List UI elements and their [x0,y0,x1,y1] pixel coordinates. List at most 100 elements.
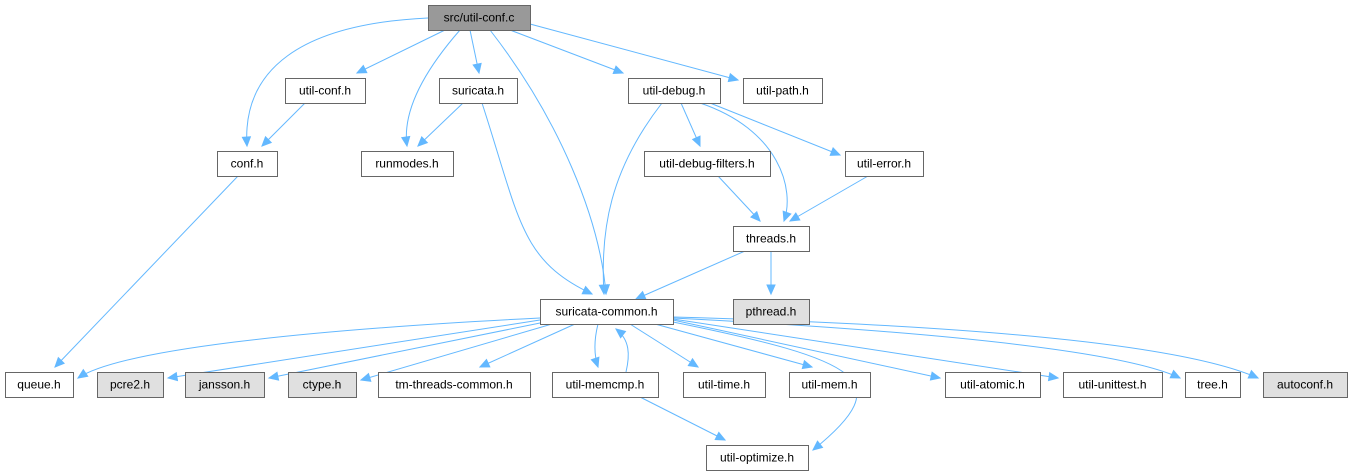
node-ctype-h[interactable]: ctype.h [288,372,357,398]
node-box [378,372,531,398]
node-util-unittest-h[interactable]: util-unittest.h [1063,372,1163,398]
arrow-head-icon [472,62,482,75]
node-box [733,299,810,325]
arrow-head-icon [687,357,700,368]
edge-line [639,396,726,441]
node-tree-h[interactable]: tree.h [1185,372,1241,398]
edge-line [709,102,841,156]
edge-suricata-common-h-to-jansson-h [267,321,546,381]
node-box [361,151,454,177]
edge-suricata-h-to-suricata-common-h [481,102,594,295]
arrow-head-icon [612,65,625,75]
arrow-head-icon [241,136,252,148]
edge-suricata-common-h-to-autoconf-h [672,316,1260,379]
arrow-head-icon [929,371,942,381]
edge-line [629,323,699,368]
edge-line [489,29,607,295]
node-util-conf-h[interactable]: util-conf.h [285,78,366,104]
node-util-mem-h[interactable]: util-mem.h [789,372,871,398]
node-conf-h[interactable]: conf.h [217,151,278,177]
node-box [439,78,518,104]
edge-line [405,29,461,147]
arrow-head-icon [615,328,627,339]
node-label: queue.h [17,378,60,392]
edge-util-conf-c-to-suricata-common-h [489,29,611,296]
edge-line [167,319,541,379]
edge-line [602,102,663,295]
edge-line [509,29,624,74]
arrow-head-icon [598,284,609,296]
arrow-head-icon [359,372,372,382]
arrow-head-icon [166,371,179,382]
node-util-atomic-h[interactable]: util-atomic.h [945,372,1041,398]
node-box [540,299,674,325]
node-label: pcre2.h [110,378,150,392]
edge-suricata-common-h-to-util-time-h [629,323,700,368]
node-util-optimize-h[interactable]: util-optimize.h [706,445,809,471]
arrow-head-icon [749,210,761,222]
arrow-head-icon [261,135,273,147]
node-util-debug-h[interactable]: util-debug.h [628,78,721,104]
node-pthread-h[interactable]: pthread.h [733,299,810,325]
node-label: jansson.h [198,378,250,392]
node-util-path-h[interactable]: util-path.h [743,78,823,104]
node-queue-h[interactable]: queue.h [5,372,74,398]
edge-line [481,102,593,295]
edge-line [672,318,1059,379]
edge-util-conf-c-to-suricata-h [469,29,482,75]
edge-line [672,317,1181,379]
edge-line [268,321,546,379]
node-box [789,372,871,398]
arrow-head-icon [1247,369,1260,379]
arrow-head-icon [417,136,429,147]
arrow-head-icon [54,356,65,368]
edge-line [717,175,761,222]
node-suricata-h[interactable]: suricata.h [439,78,518,104]
edge-threads-h-to-suricata-common-h [634,250,746,300]
node-pcre2-h[interactable]: pcre2.h [97,372,164,398]
node-jansson-h[interactable]: jansson.h [185,372,265,398]
arrow-head-icon [478,358,491,368]
node-box [5,372,74,398]
node-box [945,372,1041,398]
arrow-head-icon [590,356,600,369]
arrow-head-icon [801,359,814,370]
node-box [428,5,531,31]
node-runmodes-h[interactable]: runmodes.h [361,151,454,177]
node-threads-h[interactable]: threads.h [733,226,810,252]
edge-util-conf-c-to-runmodes-h [400,29,461,148]
edge-util-debug-filters-h-to-threads-h [717,175,761,222]
node-label: suricata.h [452,84,504,98]
arrow-head-icon [691,135,701,148]
node-box [743,78,823,104]
node-util-conf-c[interactable]: src/util-conf.c [428,5,531,31]
node-util-error-h[interactable]: util-error.h [845,151,924,177]
arrow-head-icon [788,212,801,222]
edge-line [261,102,306,147]
edge-line [246,17,429,147]
node-label: util-error.h [857,157,911,171]
edge-line [672,319,941,379]
edge-line [77,317,541,379]
node-util-memcmp-h[interactable]: util-memcmp.h [552,372,659,398]
node-box [628,78,721,104]
arrow-head-icon [1169,369,1182,379]
node-label: threads.h [746,232,796,246]
node-box [217,151,278,177]
node-tm-threads-common-h[interactable]: tm-threads-common.h [378,372,531,398]
node-box [1263,372,1348,398]
node-util-debug-filters-h[interactable]: util-debug-filters.h [644,151,771,177]
node-suricata-common-h[interactable]: suricata-common.h [540,299,674,325]
node-util-time-h[interactable]: util-time.h [683,372,766,398]
edge-util-debug-h-to-util-error-h [709,102,842,156]
arrow-head-icon [355,64,368,74]
arrow-head-icon [714,431,727,441]
node-autoconf-h[interactable]: autoconf.h [1263,372,1348,398]
edge-line [54,175,239,368]
edge-line [672,316,1259,379]
edge-suricata-common-h-to-tm-threads-common-h [478,323,576,368]
node-label: util-memcmp.h [566,378,645,392]
node-label: suricata-common.h [555,305,657,319]
node-label: util-unittest.h [1078,378,1146,392]
node-label: autoconf.h [1277,378,1333,392]
